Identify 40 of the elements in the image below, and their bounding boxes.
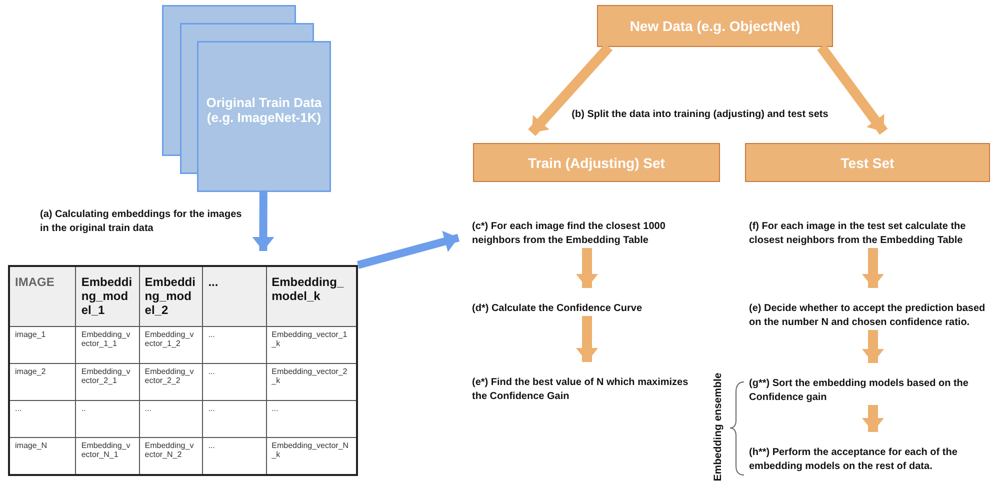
- step-text: (c*) For each image find the closest 1000 neighbors from the Embedding Table: [472, 220, 702, 248]
- column-header: Embedding_model_k: [266, 266, 357, 326]
- step-text: (d*) Calculate the Confidence Curve: [472, 302, 702, 316]
- edge-label: (a) Calculating embeddings for the images in the original train data: [40, 208, 243, 236]
- table-cell: ...: [202, 400, 266, 438]
- table-cell: image_2: [9, 363, 76, 400]
- process-box: New Data (e.g. ObjectNet): [597, 5, 833, 47]
- table-cell: Embedding_vector_2_1: [76, 363, 140, 400]
- arrow: [576, 248, 598, 288]
- arrow: [817, 44, 888, 135]
- table-cell: ...: [9, 400, 76, 438]
- process-box: Train (Adjusting) Set: [473, 143, 720, 182]
- step-text: (e) Decide whether to accept the prediction based on the number N and chosen confidence ratio.: [749, 302, 997, 330]
- embedding-table: [8, 265, 358, 476]
- column-header: Embedding_model_1: [76, 266, 140, 326]
- table-cell: Embedding_vector_2_2: [139, 363, 203, 400]
- group-label: Embedding ensemble: [712, 372, 725, 481]
- arrow: [862, 405, 884, 432]
- table-cell: image_1: [9, 326, 76, 364]
- process-box: Test Set: [745, 143, 990, 182]
- table-cell: Embedding_vector_1_2: [139, 326, 203, 364]
- table-cell: ...: [202, 326, 266, 364]
- note-text: (b) Split the data into training (adjusting) and test sets: [570, 108, 830, 122]
- table-cell: ...: [139, 400, 203, 438]
- table-cell: ...: [202, 363, 266, 400]
- arrow: [862, 248, 884, 288]
- column-header: Embedding_model_2: [139, 266, 203, 326]
- arrow: [356, 230, 460, 269]
- column-header: ...: [202, 266, 266, 326]
- step-text: (f) For each image in the test set calculate the closest neighbors from the Embedding Table: [749, 220, 997, 248]
- table-cell: ..: [76, 400, 140, 438]
- arrow: [576, 316, 598, 362]
- step-text: (e*) Find the best value of N which maximizes the Confidence Gain: [472, 376, 702, 404]
- step-text: (h**) Perform the acceptance for each of the embedding models on the rest of data.: [749, 446, 997, 474]
- arrow: [528, 44, 613, 136]
- step-text: (g**) Sort the embedding models based on the Confidence gain: [749, 377, 997, 405]
- arrow: [862, 330, 884, 363]
- column-header: IMAGE: [9, 266, 76, 326]
- arrow: [252, 192, 274, 252]
- table-cell: Embedding_vector_1_1: [76, 326, 140, 364]
